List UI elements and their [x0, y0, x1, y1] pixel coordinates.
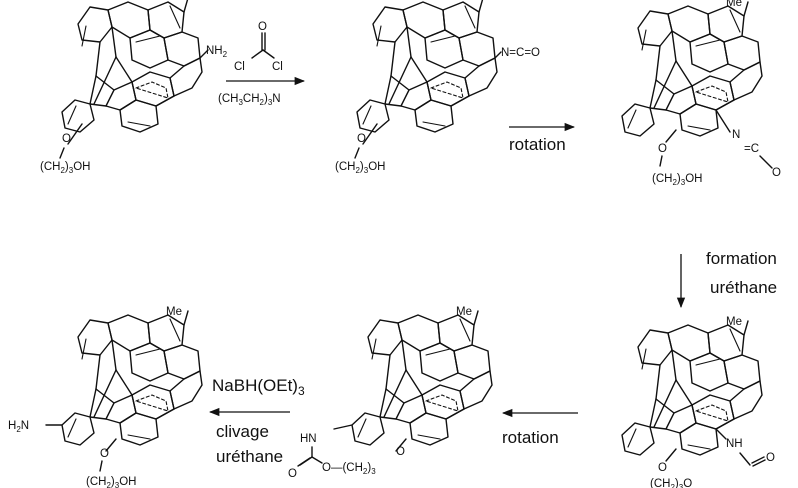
- ether-oxygen-label: O: [357, 133, 366, 145]
- reagent-base-label: (CH3CH2)3N: [218, 93, 281, 107]
- linker-label: (CH2)3O: [650, 478, 692, 488]
- ether-oxygen-label: O: [100, 448, 109, 460]
- carbamate-nh-label: NH: [726, 438, 743, 450]
- clivage-label: clivage: [216, 422, 269, 441]
- reagent-phosgene: O Cl Cl: [234, 21, 283, 73]
- molecule-4-carbamate: Me NH O O (CH2)3O: [621, 316, 775, 488]
- isocyanate-label: N=C=O: [501, 47, 540, 59]
- methyl-label: Me: [166, 0, 182, 3]
- linker-label: (CH2)3OH: [40, 161, 90, 175]
- linker-label: (CH2)3OH: [335, 161, 385, 175]
- carbonyl-oxygen-label: O: [288, 468, 297, 480]
- isocyanate-c-label: =C: [744, 143, 759, 155]
- isocyanate-n-label: N: [732, 129, 740, 141]
- amine-label: NH2: [206, 45, 228, 59]
- ether-oxygen-label: O: [396, 446, 405, 458]
- rotation-1-label: rotation: [509, 135, 566, 154]
- chlorine-left-label: Cl: [234, 61, 245, 73]
- chlorine-right-label: Cl: [272, 61, 283, 73]
- ether-oxygen-label: O: [658, 462, 667, 474]
- methyl-label: Me: [726, 0, 742, 9]
- molecule-2-isocyanate: Me N=C=O O (CH2)3OH: [335, 0, 540, 175]
- chain-label: O—(CH2)3: [322, 462, 376, 476]
- methyl-label: Me: [456, 306, 472, 318]
- ether-oxygen-label: O: [658, 143, 667, 155]
- urethane-2-label: uréthane: [216, 447, 283, 466]
- formation-label: formation: [706, 249, 777, 268]
- molecule-5-macrocycle: Me HN O O—(CH2)3 O: [288, 306, 493, 480]
- methyl-label: Me: [463, 0, 479, 3]
- molecule-6-product: Me H2N O (CH2)3OH: [8, 306, 203, 488]
- rotation-2-label: rotation: [502, 428, 559, 447]
- carbamate-hn-label: HN: [300, 433, 317, 445]
- carbonyl-oxygen-label: O: [258, 21, 267, 33]
- urethane-label: uréthane: [710, 278, 777, 297]
- molecule-1-amine: Me NH2 O (CH2)3OH: [40, 0, 228, 175]
- ether-oxygen-label: O: [62, 133, 71, 145]
- methyl-label: Me: [726, 316, 742, 328]
- molecule-3-rotated: Me N =C O O (CH2)3OH: [621, 0, 781, 187]
- linker-label: (CH2)3OH: [86, 476, 136, 488]
- methyl-label: Me: [166, 306, 182, 318]
- isocyanate-o-label: O: [772, 167, 781, 179]
- carbonyl-oxygen-label: O: [766, 452, 775, 464]
- product-amine-label: H2N: [8, 420, 29, 434]
- reductant-label: NaBH(OEt)3: [212, 376, 305, 398]
- linker-label: (CH2)3OH: [652, 173, 702, 187]
